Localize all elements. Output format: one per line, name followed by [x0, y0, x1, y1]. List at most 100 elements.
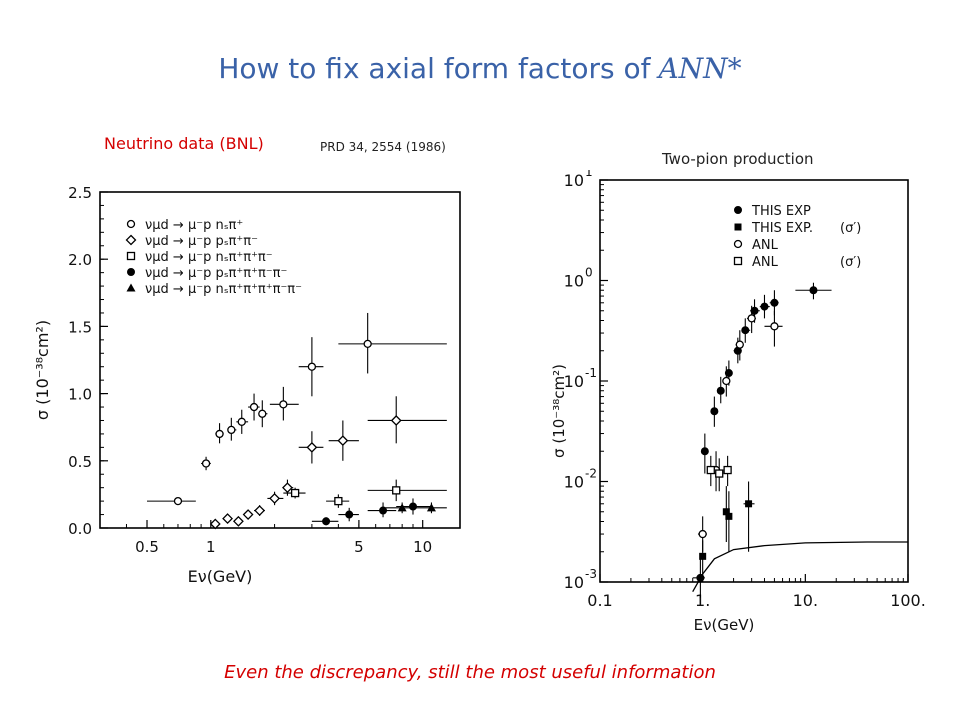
x-tick-label: 1. [695, 591, 710, 610]
data-point [326, 494, 350, 508]
footnote: Even the discrepancy, still the most use… [224, 662, 716, 683]
legend-note: (σ′) [840, 221, 861, 236]
data-point [743, 481, 755, 552]
data-marker [307, 362, 317, 371]
two-pion-label: Two-pion production [662, 150, 814, 168]
data-point [795, 282, 832, 300]
data-marker [345, 510, 354, 519]
data-point [764, 310, 783, 347]
data-marker [706, 465, 715, 475]
data-point [232, 515, 244, 527]
data-point [258, 400, 268, 428]
data-point [725, 491, 733, 552]
legend-label: νμd → μ⁻p nₛπ⁺ [145, 218, 243, 233]
x-tick-label: 10 [413, 538, 432, 556]
data-point [710, 396, 719, 427]
data-marker [227, 425, 236, 435]
legend-label: νμd → μ⁻p nₛπ⁺π⁺π⁻ [145, 250, 273, 265]
data-point [367, 479, 447, 502]
y-tick-label: 2.5 [68, 184, 92, 202]
data-marker [722, 376, 731, 386]
data-marker [254, 505, 266, 516]
data-marker [698, 529, 707, 539]
data-marker [201, 459, 211, 468]
data-marker [173, 496, 183, 506]
data-marker [249, 402, 259, 412]
title-symbol: ANN* [658, 52, 742, 85]
data-point [227, 417, 237, 441]
data-marker [747, 314, 756, 323]
title-text: How to fix axial form factors of [218, 52, 651, 85]
legend-label: ANL [752, 238, 779, 253]
series-open-square [706, 455, 732, 492]
y-axis: 0.00.51.01.52.02.5 [68, 184, 108, 538]
legend-marker [734, 206, 742, 214]
legend-label: νμd → μ⁻p pₛπ⁺π⁺π⁻π⁻ [145, 266, 287, 281]
data-marker [306, 441, 318, 453]
data-point [267, 491, 284, 506]
legend-marker [734, 223, 742, 231]
data-marker [699, 552, 707, 560]
data-point [716, 376, 725, 404]
data-point [700, 433, 709, 474]
data-marker [290, 488, 300, 498]
legend-label: νμd → μ⁻p pₛπ⁺π⁻ [145, 234, 258, 249]
data-point [759, 294, 770, 319]
data-marker [715, 469, 724, 478]
data-marker [363, 339, 372, 349]
legend-marker [126, 219, 136, 229]
plot-frame [99, 191, 461, 529]
legend-note: (σ′) [840, 255, 861, 270]
data-point [209, 518, 221, 530]
legend-marker [126, 283, 136, 292]
legend-marker [127, 268, 135, 276]
data-marker [337, 435, 349, 447]
data-point [706, 455, 715, 487]
data-point [254, 505, 266, 516]
data-marker [722, 508, 730, 516]
data-point [722, 366, 731, 397]
data-point [248, 393, 260, 421]
series-open-square [283, 479, 447, 508]
legend-marker [126, 251, 136, 261]
y-tick-label: -1 [585, 366, 597, 380]
y-tick-base: 10 [564, 473, 584, 492]
y-tick-label: 1.5 [68, 318, 92, 336]
x-tick-label: 0.1 [587, 591, 612, 610]
data-marker [269, 493, 280, 504]
data-point [383, 502, 418, 514]
data-marker [237, 417, 246, 426]
data-marker [735, 340, 744, 349]
data-point [201, 456, 211, 471]
data-marker [242, 509, 254, 520]
y-tick-label: 1.0 [68, 386, 92, 404]
data-point [417, 502, 447, 514]
data-marker [710, 407, 719, 416]
legend-label: ANL [752, 255, 779, 270]
data-point [236, 409, 249, 434]
y-axis-label: σ (10⁻³⁸cm²) [33, 320, 52, 420]
data-marker [279, 400, 288, 409]
series-open-diamond [209, 396, 447, 530]
theory-curve [692, 541, 908, 593]
data-point [298, 337, 324, 397]
neutrino-data-label: Neutrino data (BNL) [104, 134, 264, 153]
y-tick-base: 10 [564, 372, 584, 391]
data-marker [770, 322, 779, 331]
data-marker [392, 486, 401, 495]
data-marker [426, 503, 436, 512]
legend-label: THIS EXP. [751, 221, 813, 236]
data-point [697, 516, 707, 552]
data-marker [390, 415, 402, 426]
data-marker [334, 496, 343, 506]
data-marker [723, 465, 732, 475]
data-point [338, 507, 359, 522]
legend-marker [125, 234, 137, 246]
